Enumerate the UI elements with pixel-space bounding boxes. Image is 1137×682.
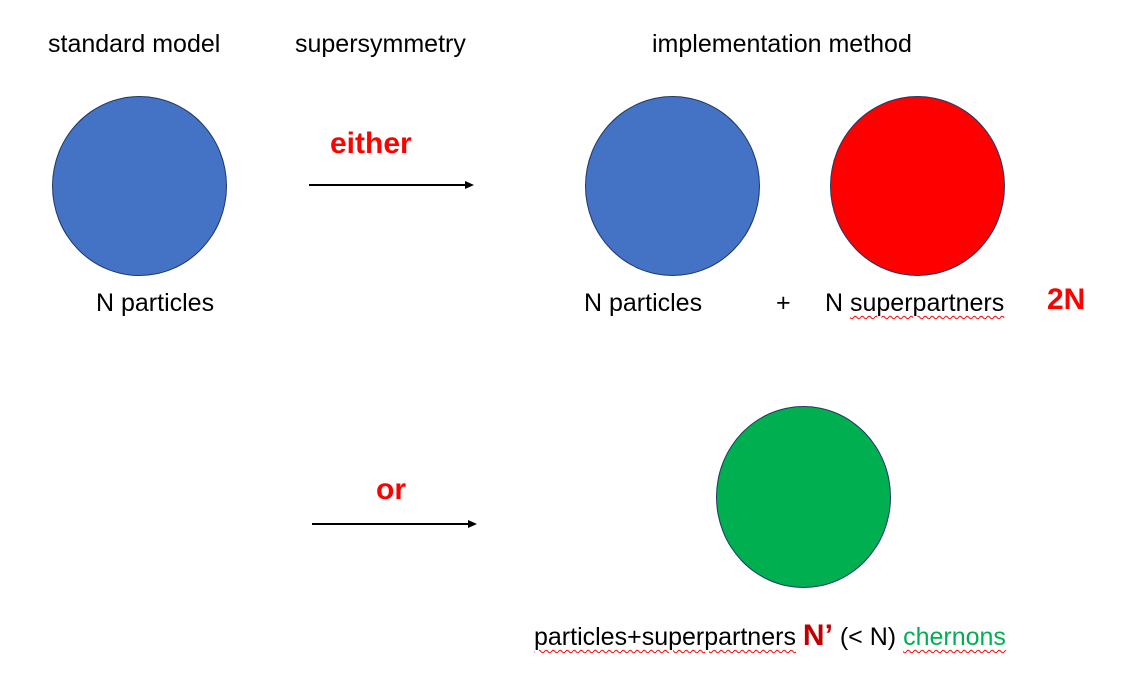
or-label: or [376, 473, 406, 506]
either-arrow [309, 179, 474, 191]
superpartners-word: superpartners [850, 289, 1005, 317]
particles-superpartners-word: particles+superpartners [534, 623, 796, 651]
superpartners-prefix: N [825, 289, 850, 317]
either-label: either [330, 127, 412, 160]
standard-model-particles-label: N particles [96, 289, 215, 317]
or-arrow [312, 518, 477, 530]
header-supersymmetry: supersymmetry [295, 30, 466, 58]
chernons-circle [716, 406, 891, 588]
particles-circle [585, 96, 760, 276]
header-implementation-method: implementation method [652, 30, 912, 58]
count-n-prime: N’ [802, 619, 833, 652]
superpartners-label: N superpartners [825, 288, 1004, 318]
chernons-word: chernons [903, 623, 1006, 651]
standard-model-circle [52, 96, 227, 276]
plus-sign: + [776, 289, 791, 317]
header-standard-model: standard model [48, 30, 221, 58]
superpartners-circle [830, 96, 1005, 276]
particles-label: N particles [584, 289, 703, 317]
count-2n: 2N [1047, 283, 1086, 316]
less-than-n: (< N) [839, 623, 897, 651]
chernons-label-line: particles+superpartners N’ (< N) chernon… [534, 621, 1006, 652]
